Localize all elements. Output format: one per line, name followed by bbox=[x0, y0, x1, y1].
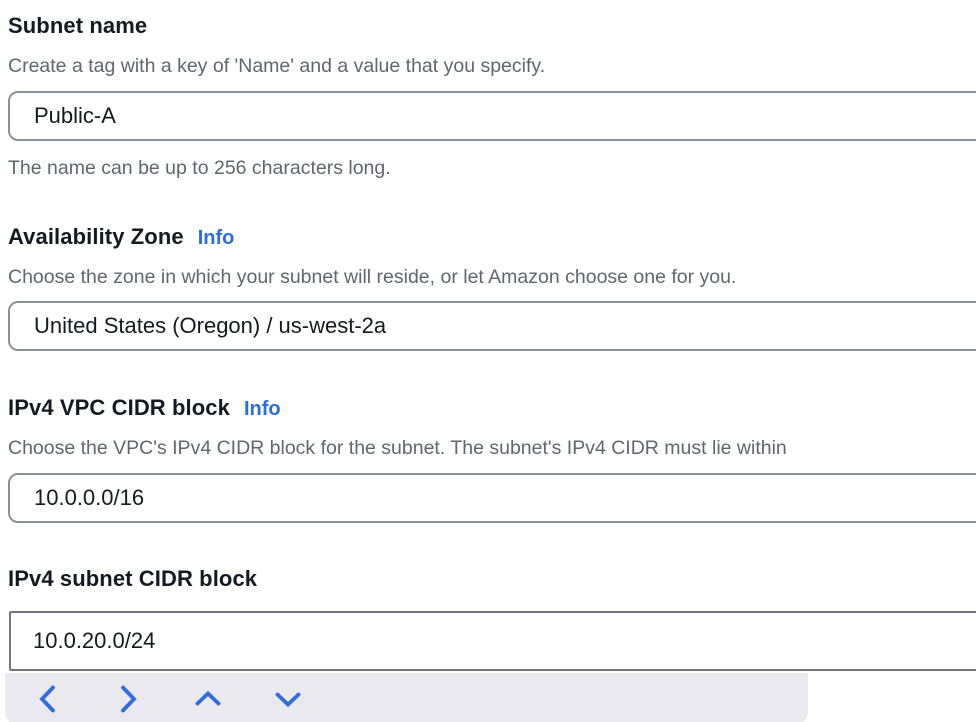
move-focus-up-button[interactable] bbox=[193, 684, 223, 714]
subnet-name-input[interactable] bbox=[8, 91, 976, 141]
subnet-name-description: Create a tag with a key of 'Name' and a … bbox=[8, 55, 546, 77]
availability-zone-description: Choose the zone in which your subnet wil… bbox=[8, 266, 737, 288]
chevron-left-icon bbox=[33, 684, 63, 714]
subnet-name-label-row: Subnet name bbox=[8, 13, 976, 42]
availability-zone-info-link[interactable]: Info bbox=[197, 227, 235, 249]
ipv4-subnet-cidr-input[interactable] bbox=[9, 611, 976, 671]
availability-zone-select[interactable]: United States (Oregon) / us-west-2a bbox=[8, 301, 976, 351]
ipv4-vpc-cidr-select[interactable]: 10.0.0.0/16 bbox=[8, 473, 976, 523]
chevron-up-icon bbox=[193, 684, 223, 714]
chevron-down-icon bbox=[273, 684, 303, 714]
move-cursor-left-button[interactable] bbox=[33, 684, 63, 714]
keyboard-accessory-bar bbox=[5, 673, 808, 722]
availability-zone-selected-value: United States (Oregon) / us-west-2a bbox=[34, 313, 387, 338]
move-focus-down-button[interactable] bbox=[273, 684, 303, 714]
subnet-name-hint: The name can be up to 256 characters lon… bbox=[8, 157, 391, 179]
ipv4-vpc-cidr-label: IPv4 VPC CIDR block bbox=[8, 395, 230, 420]
chevron-right-icon bbox=[113, 684, 143, 714]
ipv4-vpc-cidr-info-link[interactable]: Info bbox=[243, 398, 281, 420]
ipv4-subnet-cidr-label-row: IPv4 subnet CIDR block bbox=[8, 566, 976, 595]
ipv4-subnet-cidr-label: IPv4 subnet CIDR block bbox=[8, 566, 258, 591]
subnet-name-label: Subnet name bbox=[8, 13, 148, 38]
ipv4-vpc-cidr-selected-value: 10.0.0.0/16 bbox=[34, 485, 145, 510]
ipv4-vpc-cidr-label-row: IPv4 VPC CIDR block Info bbox=[8, 395, 976, 424]
move-cursor-right-button[interactable] bbox=[113, 684, 143, 714]
availability-zone-label: Availability Zone bbox=[8, 224, 184, 249]
availability-zone-label-row: Availability Zone Info bbox=[8, 224, 976, 253]
ipv4-vpc-cidr-description: Choose the VPC's IPv4 CIDR block for the… bbox=[8, 437, 787, 459]
